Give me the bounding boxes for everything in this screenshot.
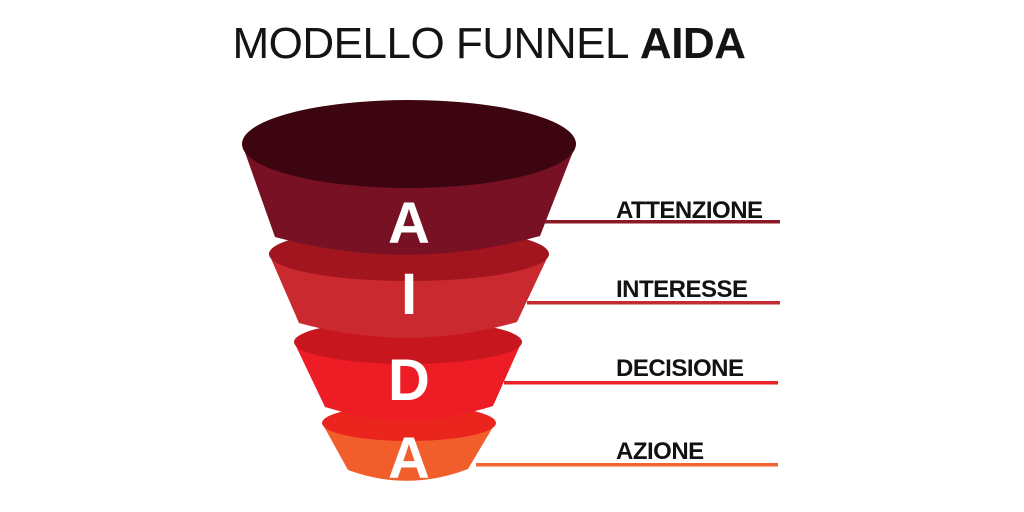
page-title-bold: AIDA — [640, 19, 746, 68]
callout-line-decisione — [504, 381, 778, 385]
callout-label-decisione: DECISIONE — [616, 355, 744, 382]
callout-decisione: DECISIONE — [504, 355, 778, 385]
stage-attenzione-top — [242, 100, 576, 188]
callout-label-interesse: INTERESSE — [616, 276, 748, 303]
callout-label-attenzione: ATTENZIONE — [616, 197, 763, 224]
stage-letter-decisione: D — [388, 348, 430, 413]
stage-letter-attenzione: A — [388, 191, 430, 256]
callout-label-azione: AZIONE — [616, 438, 704, 465]
stage-letter-interesse: I — [401, 262, 417, 327]
callout-azione: AZIONE — [476, 438, 778, 467]
stage-letter-azione: A — [388, 426, 430, 491]
page-title-regular: MODELLO FUNNEL — [233, 19, 629, 68]
callout-interesse: INTERESSE — [527, 276, 780, 305]
callout-attenzione: ATTENZIONE — [545, 197, 780, 224]
callout-line-interesse — [527, 301, 780, 305]
funnel-stage-attenzione — [242, 100, 576, 255]
callout-line-azione — [476, 463, 778, 467]
callout-line-attenzione — [545, 220, 780, 224]
